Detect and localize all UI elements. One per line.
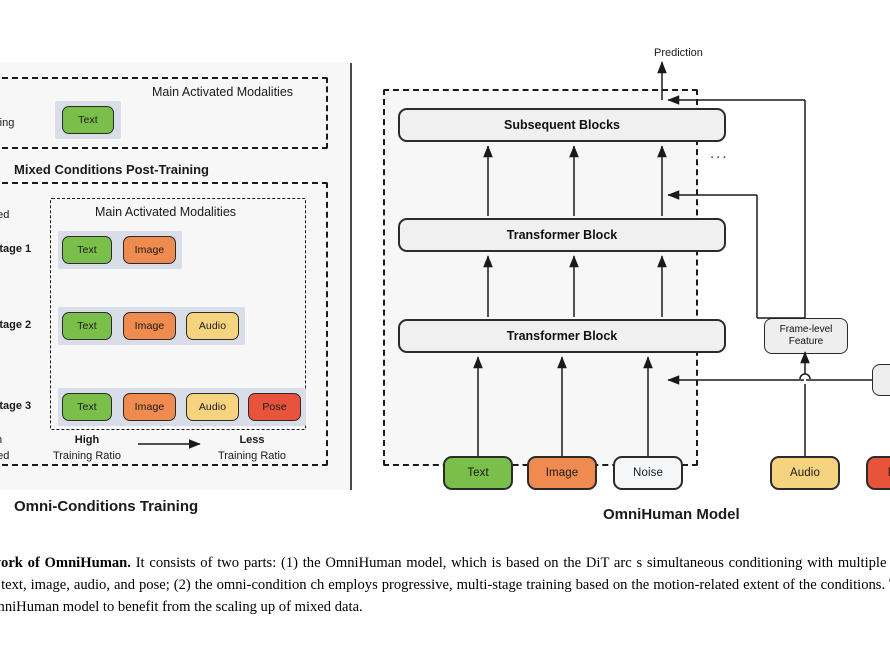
chip-text-pretraining[interactable]: Text bbox=[62, 106, 114, 134]
caption-body: It consists of two parts: (1) the OmniHu… bbox=[0, 555, 890, 615]
left-panel-title: Omni-Conditions Training bbox=[14, 498, 199, 515]
pretraining-modalities-header: Main Activated Modalities bbox=[152, 85, 294, 99]
chip-image-stage-2[interactable]: Image bbox=[123, 312, 176, 340]
high-ratio-label-line1: High bbox=[74, 434, 100, 446]
frame-feature-line2: Feature bbox=[788, 336, 824, 347]
stage-1-label: Stage 1 bbox=[0, 243, 32, 255]
chip-text-stage-2[interactable]: Text bbox=[62, 312, 112, 340]
frame-level-feature-block[interactable]: Frame-level Feature bbox=[764, 318, 848, 354]
pretraining-row-label-line2: aining bbox=[0, 117, 15, 129]
posttraining-modalities-header: Main Activated Modalities bbox=[95, 205, 237, 219]
block-transformer-1[interactable]: Transformer Block bbox=[398, 319, 726, 353]
chip-image-stage-1[interactable]: Image bbox=[123, 236, 176, 264]
posttraining-activated-label: ated bbox=[0, 209, 10, 221]
block-transformer-2[interactable]: Transformer Block bbox=[398, 218, 726, 252]
panel-divider bbox=[350, 63, 352, 490]
bottom-left-label-line2: ated bbox=[0, 450, 10, 462]
figure-caption: e framework of OmniHuman. It consists of… bbox=[0, 552, 890, 618]
input-chip-noise[interactable]: Noise bbox=[613, 456, 683, 490]
posttraining-heading: Mixed Conditions Post-Training bbox=[14, 162, 209, 177]
less-ratio-label-line2: Training Ratio bbox=[217, 450, 287, 462]
chip-image-stage-3[interactable]: Image bbox=[123, 393, 176, 421]
bottom-left-label-line1: n bbox=[0, 434, 2, 447]
posttraining-dashed-box bbox=[0, 182, 328, 466]
right-panel-title: OmniHuman Model bbox=[603, 506, 740, 523]
caption-lead: e framework of OmniHuman. bbox=[0, 555, 131, 571]
chip-text-stage-3[interactable]: Text bbox=[62, 393, 112, 421]
less-ratio-label-line1: Less bbox=[239, 434, 265, 446]
input-chip-image[interactable]: Image bbox=[527, 456, 597, 490]
posttraining-modalities-dashed-box bbox=[50, 198, 306, 430]
prediction-label: Prediction bbox=[654, 47, 703, 59]
stage-2-label: Stage 2 bbox=[0, 319, 32, 331]
high-ratio-label-line2: Training Ratio bbox=[52, 450, 122, 462]
input-chip-text[interactable]: Text bbox=[443, 456, 513, 490]
block-subsequent-blocks[interactable]: Subsequent Blocks bbox=[398, 108, 726, 142]
blocks-ellipsis: ... bbox=[710, 145, 729, 162]
offscreen-feature-block[interactable] bbox=[872, 364, 890, 396]
right-panel-background bbox=[384, 90, 697, 465]
pretraining-dashed-box bbox=[0, 77, 328, 149]
input-chip-audio[interactable]: Audio bbox=[770, 456, 840, 490]
chip-audio-stage-2[interactable]: Audio bbox=[186, 312, 239, 340]
input-chip-pose[interactable]: Pose bbox=[866, 456, 890, 490]
model-dashed-box bbox=[383, 89, 698, 466]
chip-pose-stage-3[interactable]: Pose bbox=[248, 393, 301, 421]
chip-audio-stage-3[interactable]: Audio bbox=[186, 393, 239, 421]
stage-3-label: Stage 3 bbox=[0, 400, 32, 412]
chip-text-stage-1[interactable]: Text bbox=[62, 236, 112, 264]
frame-feature-line1: Frame-level bbox=[779, 324, 833, 335]
figure-canvas: aining Main Activated Modalities Text Mi… bbox=[0, 47, 890, 523]
